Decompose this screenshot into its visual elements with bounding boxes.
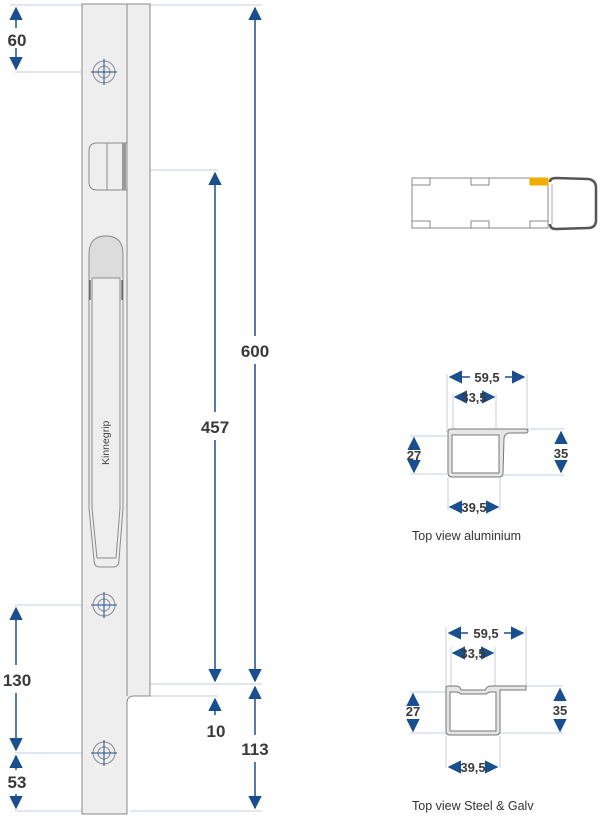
dim-60: 60 <box>8 31 27 50</box>
profile-steel: 59,5 33,5 39,5 27 35 Top view Steel & Ga… <box>406 626 567 813</box>
steel-dim-inner-width: 33,5 <box>460 646 485 661</box>
dim-113: 113 <box>241 740 268 759</box>
dim-10: 10 <box>207 722 226 741</box>
dimension-lines <box>9 6 262 810</box>
alu-dim-inner-width: 33,5 <box>461 390 486 405</box>
caption-steel: Top view Steel & Galv <box>412 799 534 813</box>
steel-dim-outer-width: 39,5 <box>460 760 485 775</box>
highlight-tab <box>529 177 549 186</box>
alu-dim-inner-depth: 27 <box>407 448 421 463</box>
side-view <box>411 176 598 231</box>
dim-600: 600 <box>241 342 269 361</box>
dim-53: 53 <box>8 773 27 792</box>
alu-dim-overall-depth: 35 <box>554 446 568 461</box>
caption-aluminium: Top view aluminium <box>412 529 521 543</box>
profile-aluminium: 59,5 33,5 39,5 27 35 Top view aluminium <box>407 370 568 543</box>
steel-dim-overall-depth: 35 <box>553 703 567 718</box>
steel-dim-overall-width: 59,5 <box>473 626 498 641</box>
screw-hole-middle <box>91 592 117 618</box>
alu-dim-outer-width: 39,5 <box>461 500 486 515</box>
screw-hole-bottom <box>91 740 117 766</box>
latch-recess <box>88 142 127 191</box>
handle-slot <box>88 235 124 568</box>
dim-130: 130 <box>3 671 31 690</box>
alu-dim-overall-width: 59,5 <box>474 370 499 385</box>
dim-457: 457 <box>201 418 229 437</box>
extension-lines <box>10 4 262 812</box>
screw-hole-top <box>91 59 117 85</box>
striker-plate <box>81 3 151 815</box>
brand-label: Kinnegrip <box>100 420 112 465</box>
steel-dim-inner-depth: 27 <box>406 704 420 719</box>
front-view: Kinnegrip <box>3 3 269 815</box>
